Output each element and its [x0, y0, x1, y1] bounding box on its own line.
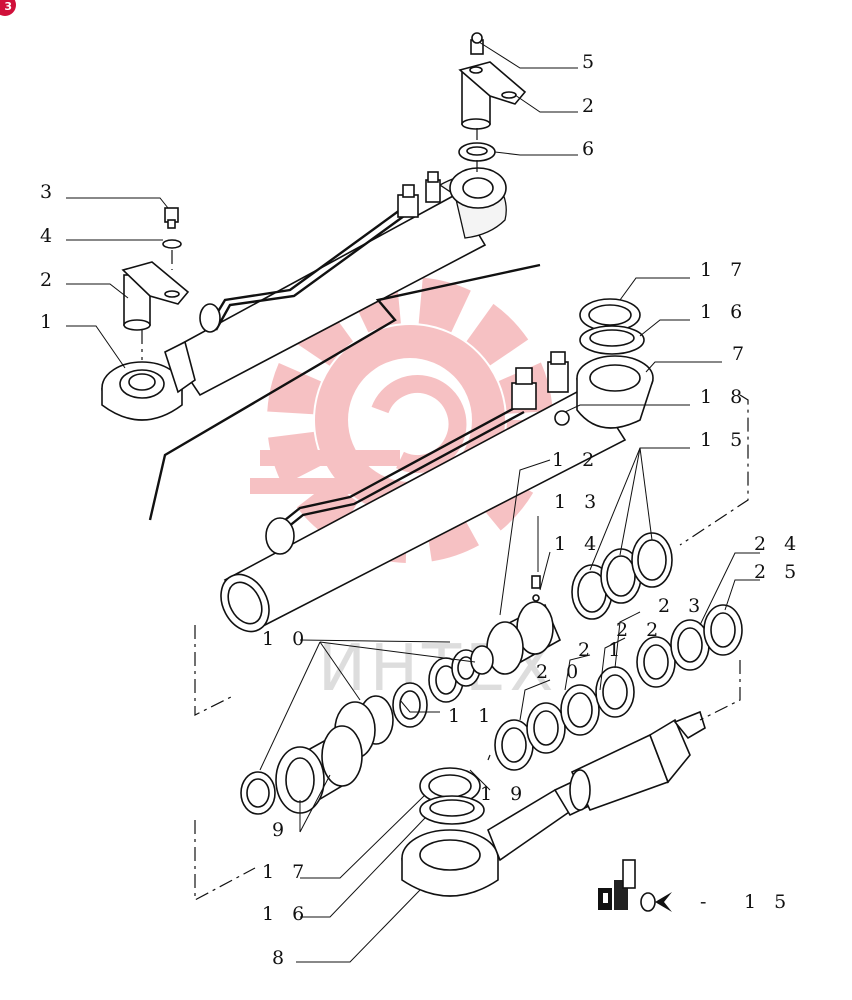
- callout-6: 6: [582, 138, 600, 160]
- callout-21: 2 1: [578, 639, 626, 661]
- piston-part-12: [486, 601, 562, 675]
- left-pin-part-2: [121, 261, 190, 331]
- circlip-part-17-bottom: [419, 767, 481, 805]
- callout-20: 2 0: [536, 661, 584, 683]
- callout-5: 5: [582, 51, 600, 73]
- kit-dash: -: [700, 891, 712, 913]
- callout-1: 1: [40, 311, 58, 333]
- callout-10: 1 0: [262, 628, 310, 650]
- kit-ref-label: 1 5: [744, 891, 792, 913]
- callout-16-top: 1 6: [700, 301, 748, 323]
- piston-rod: [553, 710, 706, 817]
- callout-13: 1 3: [554, 491, 602, 513]
- callout-2-left: 2: [40, 269, 58, 291]
- callout-7: 7: [732, 343, 750, 365]
- washer-part-6: [458, 142, 496, 162]
- callout-19: 1 9: [480, 783, 528, 805]
- callout-16-bottom: 1 6: [262, 903, 310, 925]
- callout-22: 2 2: [616, 619, 664, 641]
- kit-symbol-icon: [598, 859, 672, 912]
- ring-part-16-top: [579, 325, 645, 355]
- callout-25: 2 5: [754, 561, 802, 583]
- callout-labels: 5 2 6 3 4 2 1 1 7 1 6 7 1 8 1 5 1 2 1 3 …: [40, 51, 802, 969]
- callout-9: 9: [272, 819, 290, 841]
- callout-18: 1 8: [700, 386, 748, 408]
- callout-15: 1 5: [700, 429, 748, 451]
- circlip-part-17-top: [579, 298, 641, 332]
- gland-part-9: [240, 725, 363, 815]
- callout-2-top: 2: [582, 95, 600, 117]
- callout-23: 2 3: [658, 595, 706, 617]
- ball-part-14: [532, 594, 540, 602]
- callout-17-bottom: 1 7: [262, 861, 310, 883]
- callout-14: 1 4: [554, 533, 602, 555]
- bolt-part-3: [164, 207, 179, 229]
- washer-part-4: [162, 239, 182, 249]
- callout-24: 2 4: [754, 533, 802, 555]
- cylinder-barrel: [220, 351, 654, 633]
- callout-4: 4: [40, 225, 58, 247]
- callout-3: 3: [40, 181, 58, 203]
- seals-parts-19-25: [494, 604, 743, 771]
- assembled-cylinder: [101, 167, 541, 521]
- leader-lines: [66, 41, 760, 963]
- rod-eye-part-8: [401, 788, 574, 897]
- ring-part-16-bottom: [419, 795, 485, 825]
- callout-12: 1 2: [552, 449, 600, 471]
- callout-11: 1 1: [448, 705, 496, 727]
- callout-8: 8: [272, 947, 290, 969]
- callout-17-top: 1 7: [700, 259, 748, 281]
- page-badge: 3: [0, 0, 16, 16]
- grub-screw-part-13: [531, 575, 541, 589]
- grease-nipple-part-5: [470, 32, 484, 55]
- top-pin-part-2: [458, 61, 527, 130]
- seals-part-15: [571, 532, 673, 620]
